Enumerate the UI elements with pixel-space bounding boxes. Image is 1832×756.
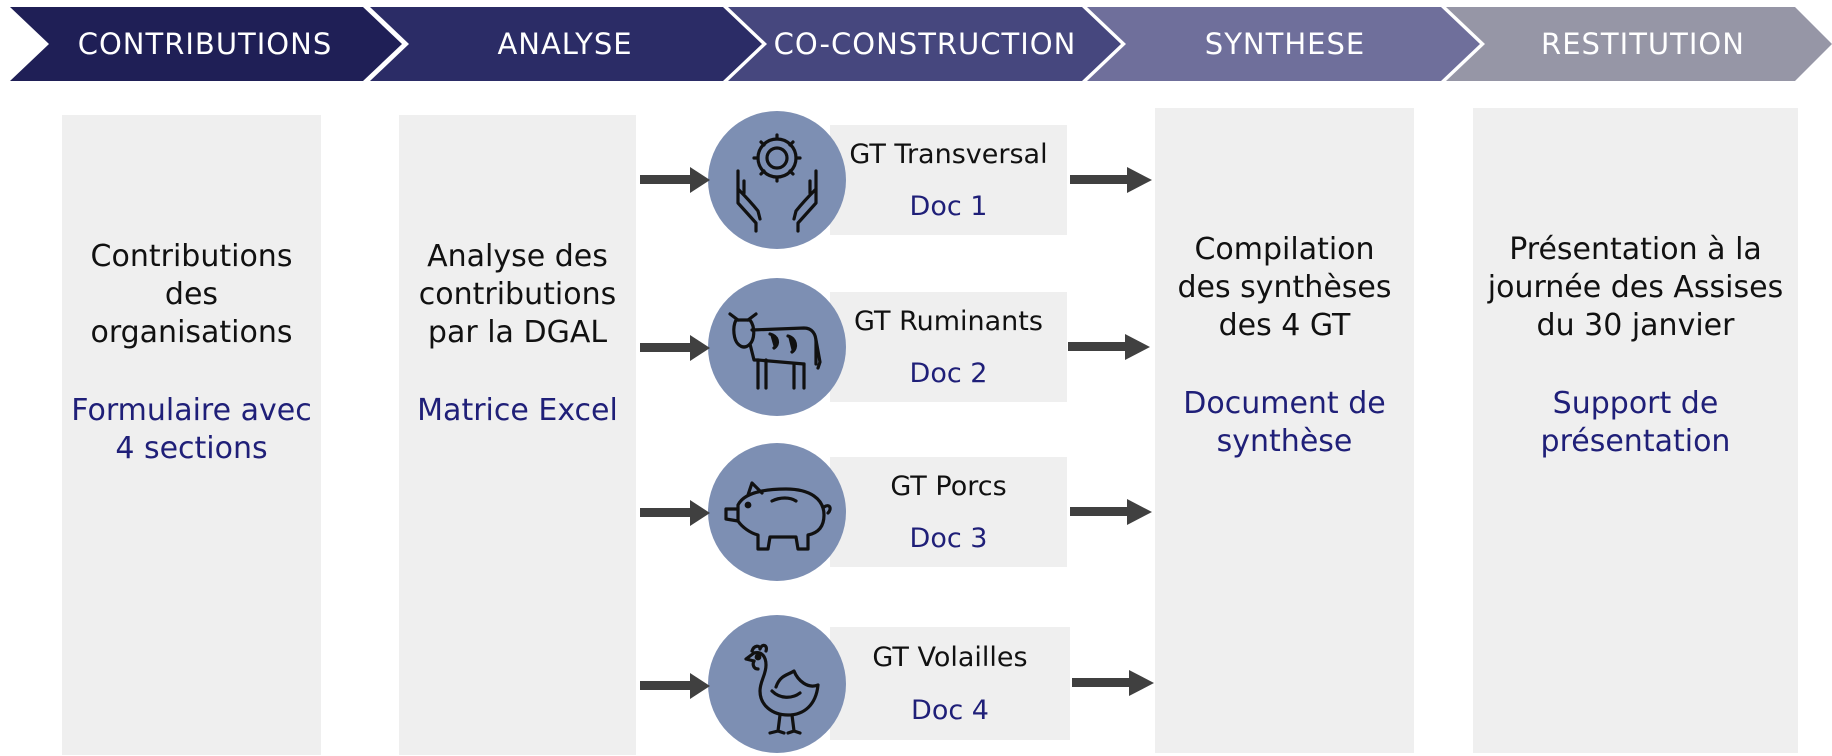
arrow-ruminants-to-synthese — [1068, 334, 1150, 360]
step-label-synthese: SYNTHESE — [1204, 27, 1366, 61]
gt-doc-transversal: Doc 1 — [909, 191, 988, 222]
arrow-volailles-to-synthese — [1072, 670, 1154, 696]
contributions-line-2: des — [164, 277, 219, 312]
step-label-co-construction: CO-CONSTRUCTION — [773, 27, 1077, 61]
contributions-deliverable-line-2: 4 sections — [115, 431, 268, 466]
analyse-deliverable: Matrice Excel — [399, 392, 636, 430]
synthese-line-3: des 4 GT — [1218, 308, 1351, 343]
restitution-deliverable-line-2: présentation — [1540, 424, 1731, 459]
chicken-icon — [708, 615, 846, 753]
synthese-deliverable-line-1: Document de — [1183, 386, 1386, 421]
gt-doc-porcs: Doc 3 — [909, 523, 988, 554]
gt-doc-volailles: Doc 4 — [911, 695, 989, 726]
step-label-analyse: ANALYSE — [497, 27, 633, 61]
analyse-description: Analyse des contributions par la DGAL — [399, 238, 636, 352]
arrow-analyse-to-volailles — [640, 673, 710, 699]
synthese-description: Compilation des synthèses des 4 GT — [1155, 231, 1414, 345]
contributions-line-3: organisations — [90, 315, 293, 350]
restitution-line-2: journée des Assises — [1487, 270, 1784, 305]
restitution-line-1: Présentation à la — [1509, 232, 1762, 267]
analyse-panel — [399, 115, 636, 755]
synthese-deliverable: Document de synthèse — [1155, 385, 1414, 461]
contributions-panel — [62, 115, 321, 755]
arrow-porcs-to-synthese — [1070, 499, 1152, 525]
contributions-line-1: Contributions — [90, 239, 293, 274]
chevron-analyse — [370, 7, 762, 81]
synthese-panel — [1155, 108, 1414, 753]
arrow-analyse-to-transversal — [640, 167, 710, 193]
gt-box-porcs: GT Porcs Doc 3 — [830, 457, 1067, 567]
synthese-line-2: des synthèses — [1177, 270, 1392, 305]
chevron-synthese — [1087, 7, 1480, 81]
gt-title-porcs: GT Porcs — [890, 471, 1007, 502]
gt-box-ruminants: GT Ruminants Doc 2 — [830, 292, 1067, 402]
analyse-line-3: par la DGAL — [427, 315, 608, 350]
synthese-deliverable-line-2: synthèse — [1216, 424, 1353, 459]
synthese-line-1: Compilation — [1194, 232, 1375, 267]
arrow-analyse-to-porcs — [640, 500, 710, 526]
restitution-deliverable-line-1: Support de — [1552, 386, 1719, 421]
gt-box-transversal: GT Transversal Doc 1 — [830, 125, 1067, 235]
analyse-line-2: contributions — [418, 277, 617, 312]
pig-icon — [708, 443, 846, 581]
analyse-line-1: Analyse des — [427, 239, 608, 274]
cow-icon — [708, 278, 846, 416]
analyse-deliverable-line-1: Matrice Excel — [417, 393, 618, 428]
gt-doc-ruminants: Doc 2 — [909, 358, 988, 389]
chevron-restitution — [1446, 7, 1832, 81]
gt-title-ruminants: GT Ruminants — [854, 306, 1043, 337]
restitution-description: Présentation à la journée des Assises du… — [1473, 231, 1798, 345]
contributions-deliverable-line-1: Formulaire avec — [71, 393, 312, 428]
gt-title-volailles: GT Volailles — [872, 642, 1028, 673]
step-label-contributions: CONTRIBUTIONS — [77, 27, 333, 61]
chevron-contributions — [10, 7, 402, 81]
contributions-description: Contributions des organisations — [62, 238, 321, 352]
gt-title-transversal: GT Transversal — [849, 139, 1048, 170]
step-label-restitution: RESTITUTION — [1541, 27, 1745, 61]
restitution-panel — [1473, 108, 1798, 753]
arrow-transversal-to-synthese — [1070, 167, 1152, 193]
process-header — [10, 7, 1832, 81]
restitution-line-3: du 30 janvier — [1536, 308, 1735, 343]
gt-box-volailles: GT Volailles Doc 4 — [830, 627, 1070, 740]
arrow-analyse-to-ruminants — [640, 335, 710, 361]
hands-gear-icon — [708, 111, 846, 249]
chevron-co-construction — [728, 7, 1121, 81]
restitution-deliverable: Support de présentation — [1473, 385, 1798, 461]
contributions-deliverable: Formulaire avec 4 sections — [62, 392, 321, 468]
